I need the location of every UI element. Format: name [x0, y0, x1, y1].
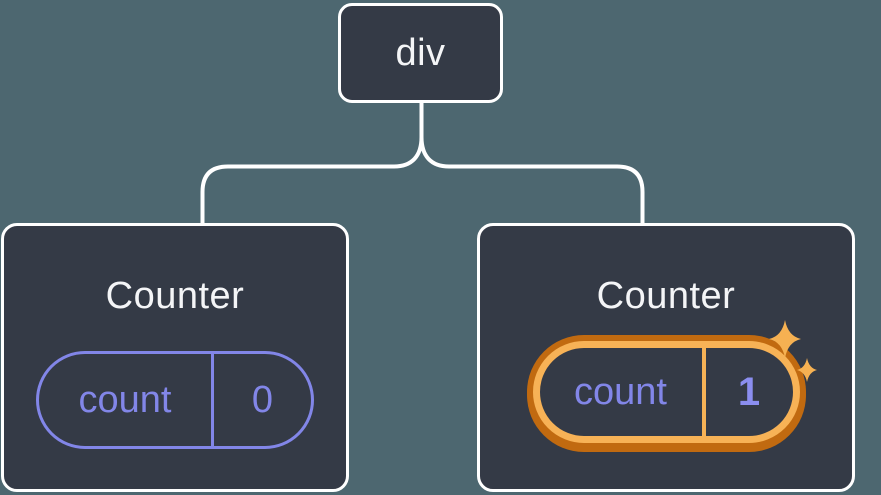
counter-card-left: Counter count 0	[1, 223, 349, 492]
highlighted-state-pill-wrapper: count 1	[532, 320, 817, 443]
state-value: 0	[251, 378, 274, 421]
state-pill-highlighted: count 1	[532, 341, 800, 443]
card-title: Counter	[105, 275, 245, 317]
connector-right-branch	[419, 135, 645, 228]
state-pill: count 0	[36, 351, 314, 449]
state-key-label: count	[540, 348, 706, 436]
state-key-label: count	[39, 354, 214, 446]
counter-card-right: Counter count 1	[477, 223, 855, 492]
sparkles-icon	[768, 320, 817, 382]
root-node-label: div	[395, 31, 446, 74]
connector-left-branch	[200, 101, 424, 228]
root-node-div: div	[338, 3, 503, 103]
state-value: 1	[737, 369, 761, 414]
card-title: Counter	[596, 275, 736, 317]
